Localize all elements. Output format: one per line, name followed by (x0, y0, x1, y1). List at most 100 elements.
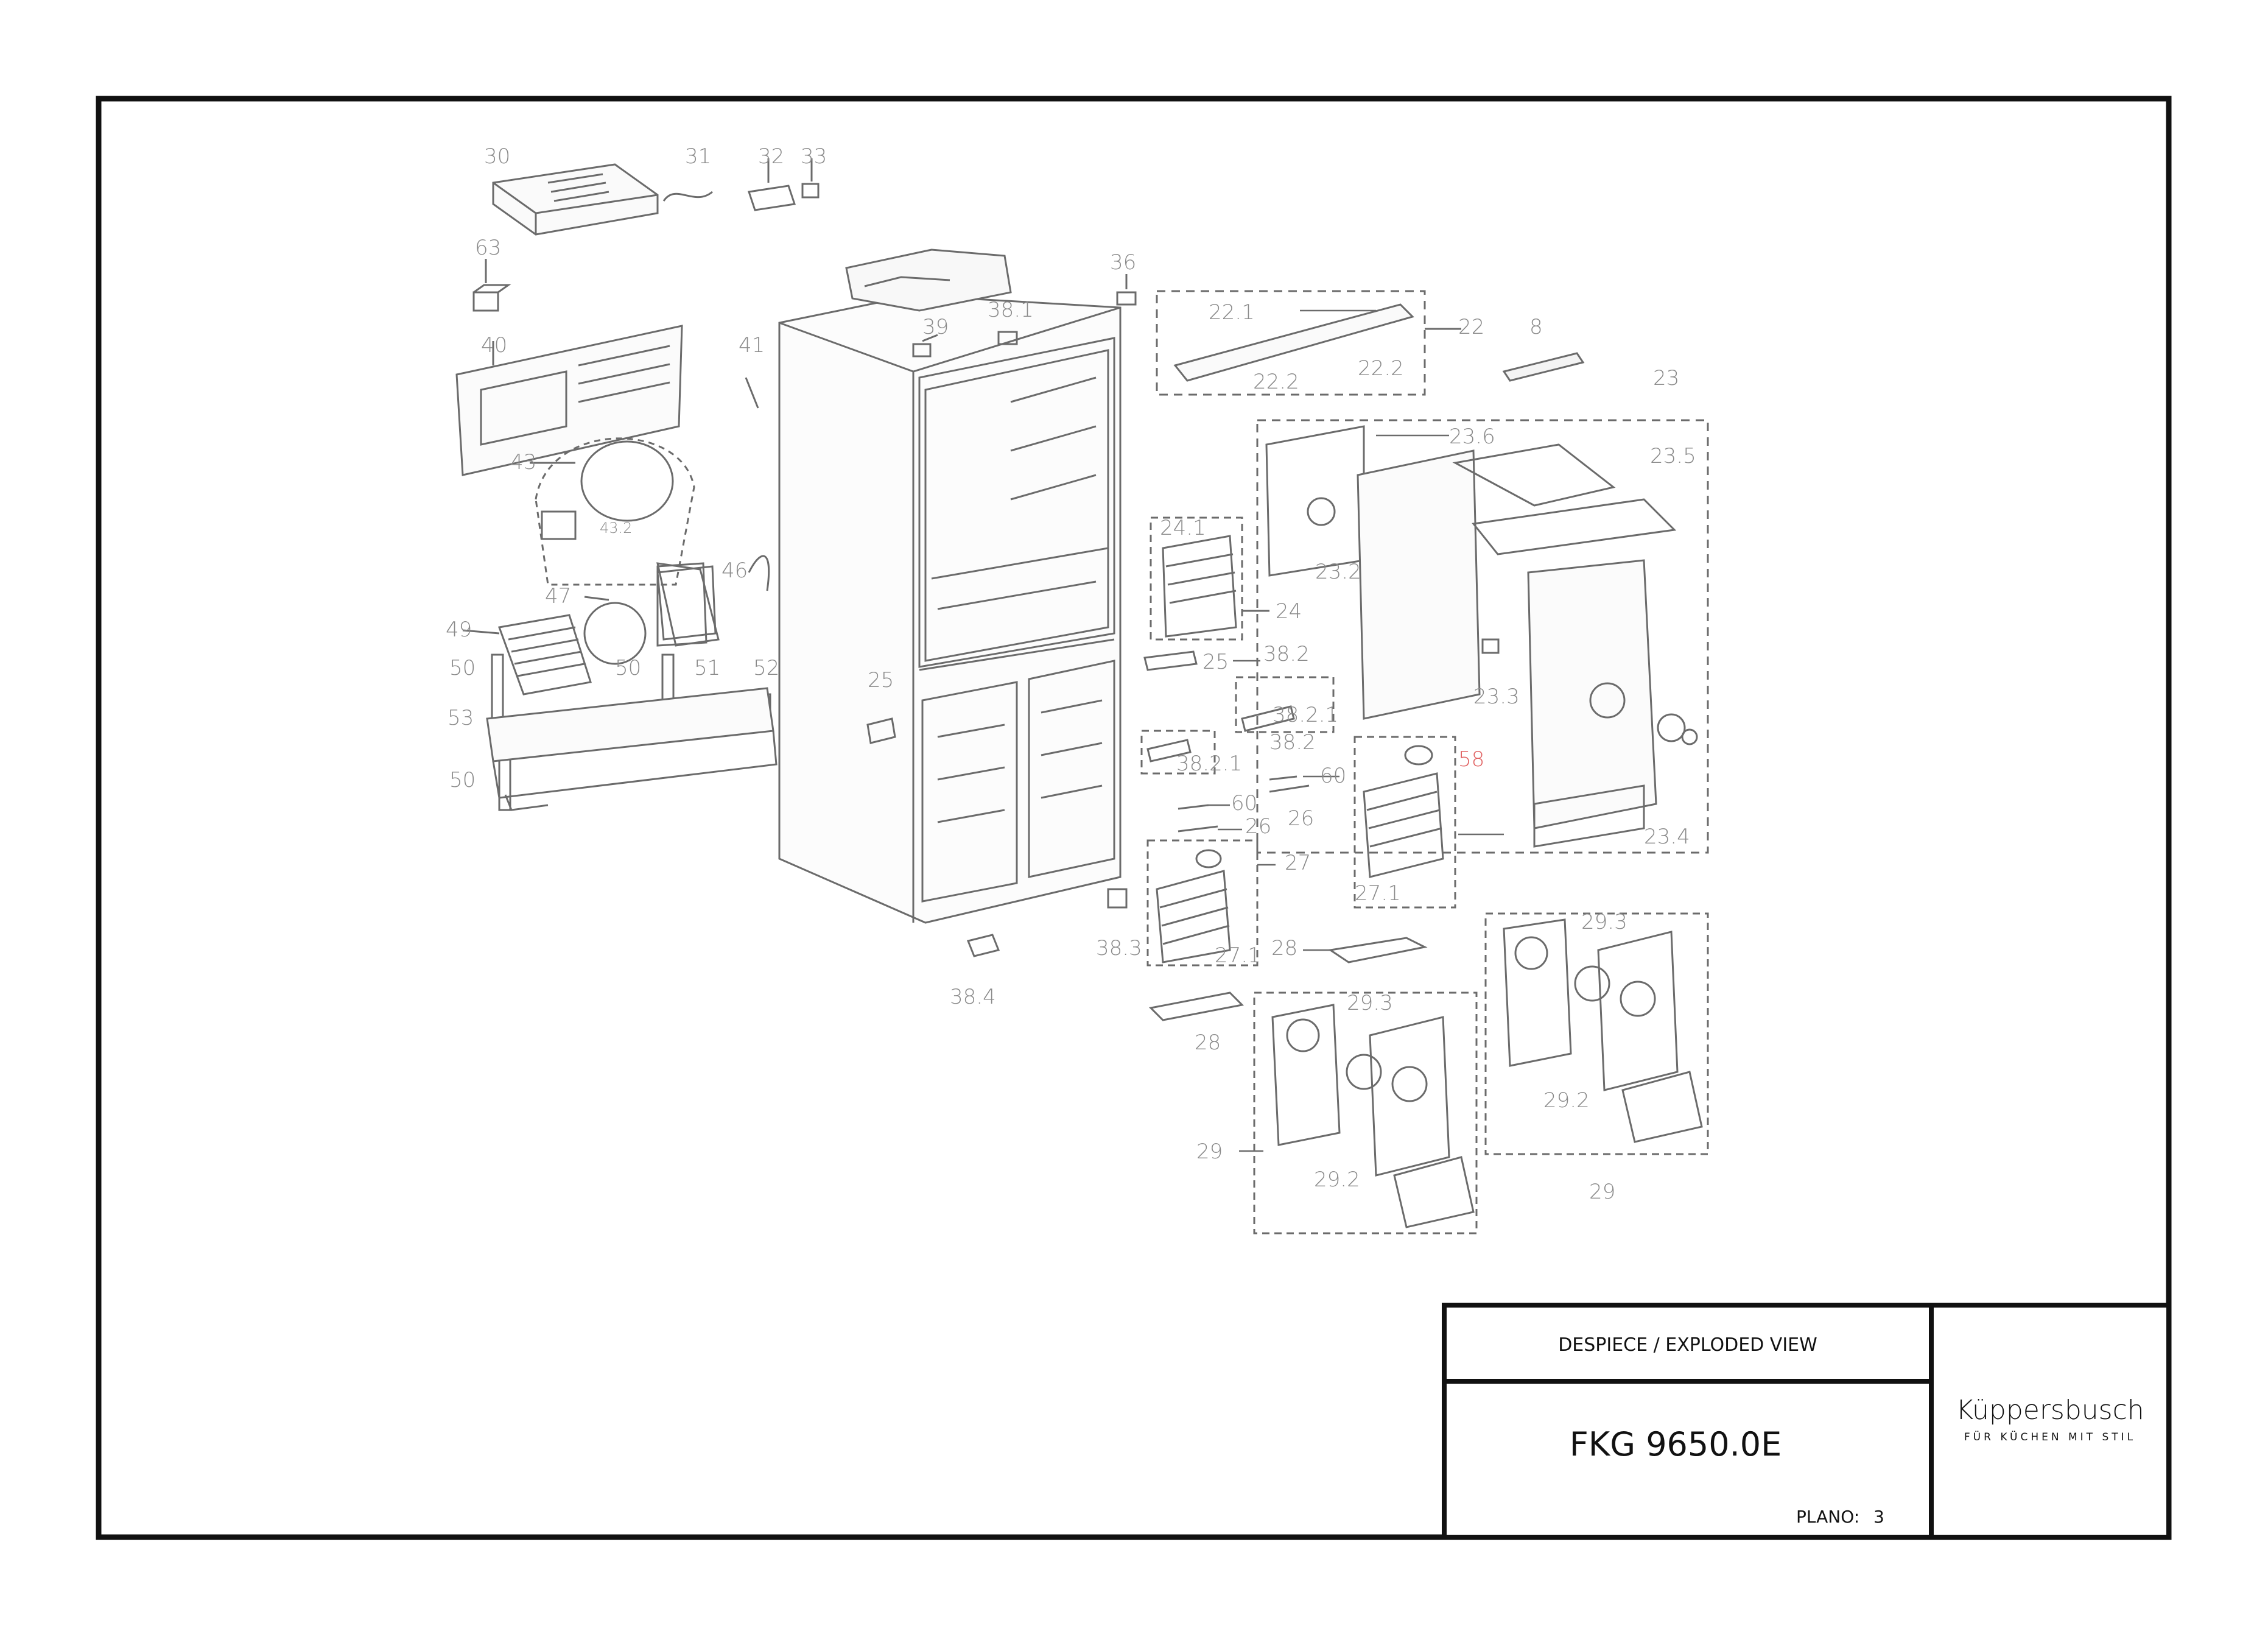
label-27-1-b: 27.1 (1215, 943, 1261, 968)
part-22-group (1156, 290, 1461, 396)
label-26-b: 26 (1288, 806, 1314, 831)
label-23-5: 23.5 (1650, 444, 1696, 468)
part-43-compressor (530, 437, 695, 586)
part-38-2-group-bottom (1140, 730, 1216, 775)
label-29-2-a: 29.2 (1314, 1167, 1360, 1192)
label-22: 22 (1458, 315, 1484, 339)
label-38-2-top: 38.2 (1263, 642, 1310, 666)
label-31: 31 (685, 144, 711, 169)
label-27-1-a: 27.1 (1355, 881, 1401, 906)
label-29-a: 29 (1196, 1139, 1223, 1164)
part-25-hinge-left (866, 717, 896, 744)
part-40-back-panel (455, 325, 683, 476)
label-43-2: 43.2 (600, 519, 632, 537)
label-29-2-b: 29.2 (1543, 1088, 1590, 1113)
label-53: 53 (448, 706, 474, 730)
part-28-tray-a (1327, 937, 1428, 963)
part-30-top-cover (492, 163, 659, 236)
part-53-base-tray (486, 687, 778, 811)
label-38-2-1-bottom: 38.2.1 (1176, 752, 1242, 776)
label-23-2: 23.2 (1315, 560, 1361, 584)
part-27-evaporator (1146, 839, 1259, 967)
leader-lines (1209, 309, 1504, 1152)
exploded-parts-drawing (455, 158, 1709, 1234)
part-38-3-hinge (1107, 888, 1128, 909)
title-block-plan-number: 3 (1873, 1507, 1884, 1527)
label-23-4: 23.4 (1644, 825, 1690, 849)
label-39: 39 (922, 315, 949, 339)
brand-logo-tagline: FÜR KÜCHEN MIT STIL (1964, 1430, 2136, 1443)
label-43: 43 (510, 450, 536, 474)
label-63: 63 (475, 236, 501, 260)
label-22-2-a: 22.2 (1253, 370, 1299, 394)
label-22-1: 22.1 (1209, 300, 1255, 325)
label-50-b: 50 (615, 656, 641, 680)
label-47: 47 (545, 584, 571, 608)
title-block-plan-label: PLANO: (1796, 1507, 1859, 1527)
label-38-2-1-top: 38.2.1 (1273, 703, 1338, 727)
label-28-b: 28 (1195, 1030, 1221, 1055)
part-36-39-38-1-small-parts (912, 274, 1137, 357)
part-63-plug (472, 259, 511, 312)
label-23-3: 23.3 (1473, 685, 1520, 709)
label-40: 40 (481, 333, 507, 357)
part-41-pin (745, 377, 759, 409)
label-29-3-b: 29.3 (1581, 910, 1627, 934)
label-41: 41 (739, 333, 765, 357)
label-33: 33 (801, 144, 827, 169)
part-26-bar-a (1178, 825, 1218, 833)
label-58: 58 (1458, 747, 1484, 772)
label-24: 24 (1276, 599, 1302, 624)
refrigerator-cabinet (778, 248, 1122, 924)
title-block: DESPIECE / EXPLODED VIEW FKG 9650.0E PLA… (1442, 1303, 2171, 1540)
label-25-right: 25 (1202, 650, 1229, 674)
label-24-1: 24.1 (1160, 516, 1206, 540)
drawing-frame (96, 96, 2172, 1540)
label-36: 36 (1110, 250, 1136, 275)
part-26-bar-b (1269, 784, 1310, 793)
label-28-a: 28 (1271, 936, 1297, 960)
label-49: 49 (446, 618, 472, 642)
label-25-left: 25 (868, 668, 894, 692)
part-49-condenser (462, 614, 592, 696)
label-22-2-b: 22.2 (1358, 356, 1404, 381)
label-30: 30 (484, 144, 510, 169)
label-23: 23 (1653, 366, 1679, 390)
label-29-3-a: 29.3 (1347, 991, 1393, 1015)
part-38-4-hinge (966, 934, 1000, 957)
label-60-b: 60 (1320, 764, 1346, 788)
part-24-evaporator (1150, 516, 1269, 641)
part-47-51-fan (583, 562, 720, 665)
label-32: 32 (758, 144, 784, 169)
label-38-4: 38.4 (950, 985, 996, 1009)
part-60-bar-a (1178, 804, 1209, 810)
brand-logo-name: Küppersbusch (1956, 1395, 2144, 1426)
part-58-ice-assembly (1353, 736, 1456, 909)
label-50-c: 50 (449, 768, 476, 792)
label-51: 51 (694, 656, 720, 680)
label-23-6: 23.6 (1449, 424, 1495, 449)
label-26-a: 26 (1245, 814, 1271, 839)
label-29-b: 29 (1589, 1180, 1615, 1204)
part-60-bar-b (1269, 775, 1297, 781)
part-28-tray-b (1148, 991, 1245, 1021)
label-38-2-bottom: 38.2 (1269, 730, 1316, 755)
label-8: 8 (1529, 315, 1543, 339)
part-8-handle (1502, 352, 1585, 382)
part-31-wire (662, 191, 713, 202)
label-60-a: 60 (1231, 791, 1257, 815)
part-32-33-plates (748, 158, 820, 211)
label-38-3: 38.3 (1096, 936, 1142, 960)
label-46: 46 (721, 558, 748, 583)
label-27: 27 (1285, 851, 1311, 875)
part-number-labels: 30 31 32 33 63 40 41 43 43.2 46 47 49 50… (446, 144, 1696, 1204)
label-52: 52 (753, 656, 779, 680)
label-38-1: 38.1 (988, 298, 1034, 322)
label-50-a: 50 (449, 656, 476, 680)
part-38-2-group-top (1235, 676, 1335, 733)
title-block-model: FKG 9650.0E (1570, 1425, 1782, 1463)
part-29-fan-housing-a (1253, 991, 1478, 1234)
part-46-wire (748, 555, 770, 591)
part-23-group (1256, 419, 1709, 854)
